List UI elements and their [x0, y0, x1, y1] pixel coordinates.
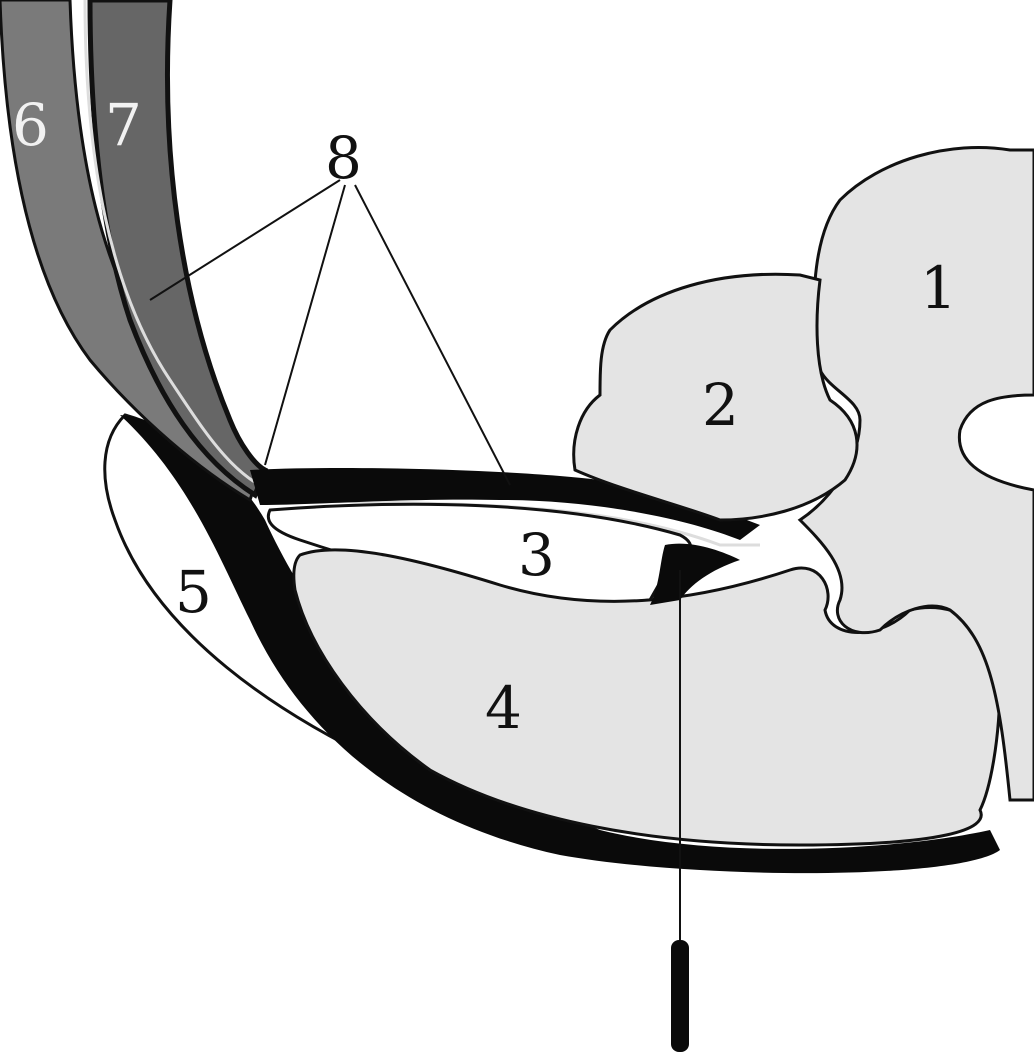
label-3: 3 [518, 521, 555, 589]
region-6-band [0, 0, 262, 503]
label-4: 4 [485, 674, 522, 742]
leader-line-8b [264, 184, 346, 466]
black-wedge [650, 543, 740, 605]
label-8: 8 [325, 124, 362, 192]
label-7: 7 [105, 91, 142, 159]
leader-line-8c [354, 184, 511, 486]
probe-handle [671, 940, 689, 1052]
region-2 [572, 272, 859, 522]
leader-line-8a [149, 179, 341, 301]
label-6: 6 [12, 91, 49, 159]
region-1 [797, 146, 1034, 802]
label-1: 1 [920, 254, 957, 322]
label-5: 5 [175, 558, 212, 626]
label-2: 2 [702, 371, 739, 439]
